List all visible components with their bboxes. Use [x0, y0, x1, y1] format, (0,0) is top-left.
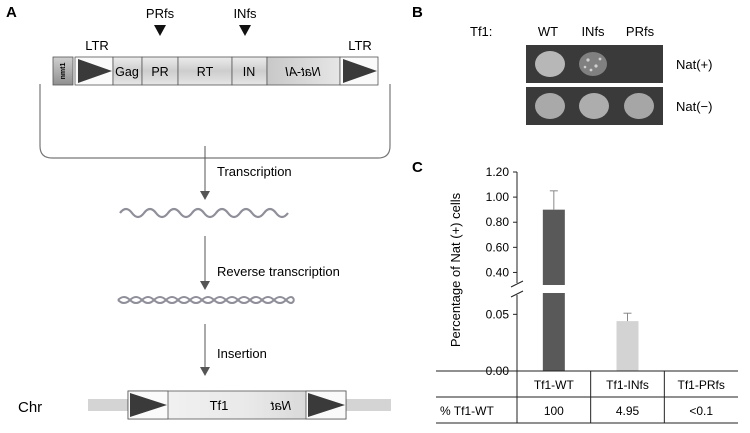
panel-c: C Percentage of Nat (+) cells 0.40 0.60 0.…	[412, 159, 738, 424]
axis-break-mark-1	[510, 280, 524, 288]
segment-nat-ai	[266, 56, 341, 86]
panel-letter-c: C	[412, 159, 423, 176]
chr-tf1-label: Tf1	[210, 398, 229, 413]
segment-rt	[177, 56, 233, 86]
prfs-marker-label: PRfs	[146, 6, 175, 21]
segment-gag	[112, 56, 143, 86]
x-category-label: Tf1-WT	[534, 378, 575, 392]
segment-gag-label: Gag	[115, 65, 139, 79]
plate-label-nat-plus: Nat(+)	[676, 57, 712, 72]
bar-tf1-wt-upper	[542, 209, 565, 285]
y-tick-label: 0.80	[486, 215, 510, 229]
plate-row-label: Tf1:	[470, 24, 492, 39]
chr-ltr-left-arrow	[130, 393, 167, 417]
step-insertion: Insertion	[217, 346, 267, 361]
segment-pr-label: PR	[151, 65, 168, 79]
colony-prfs-nat-minus	[624, 93, 654, 119]
colony-wt-nat-minus	[535, 93, 565, 119]
table-row-label: % Tf1-WT	[440, 404, 494, 418]
ltr-left-arrow	[78, 59, 112, 83]
y-tick-label: 1.00	[486, 190, 510, 204]
colony-wt-nat-plus	[535, 51, 565, 77]
nmt1-promoter-label: nmt1	[60, 63, 67, 80]
plate-label-nat-minus: Nat(−)	[676, 99, 712, 114]
panel-b: B Tf1: WT INfs PRfs Nat(+) Nat(−)	[412, 4, 712, 125]
segment-rt-label: RT	[197, 65, 214, 79]
nmt1-promoter-box	[52, 56, 74, 86]
table-value: 100	[544, 404, 564, 418]
plate-col-wt: WT	[538, 24, 558, 39]
arrow-reverse-transcription-head	[200, 281, 210, 290]
axis-break-mark-2	[510, 290, 524, 298]
panel-letter-b: B	[412, 4, 423, 21]
y-tick-label: 0.60	[486, 240, 510, 254]
segment-in-label: IN	[243, 65, 256, 79]
segment-nat-ai-label: Nat-AI	[285, 65, 321, 79]
y-tick-label: 0.40	[486, 265, 510, 279]
step-reverse-transcription: Reverse transcription	[217, 264, 340, 279]
dna-double-helix	[117, 296, 295, 304]
ltr-left-label: LTR	[85, 38, 109, 53]
ltr-right-label: LTR	[348, 38, 372, 53]
chr-label: Chr	[18, 399, 42, 416]
infs-marker-label: INfs	[233, 6, 257, 21]
colony-infs-nat-plus	[579, 52, 607, 76]
ltr-right-arrow	[343, 59, 377, 83]
panel-letter-a: A	[6, 4, 17, 21]
bar-tf1-infs	[616, 321, 639, 371]
y-axis-label: Percentage of Nat (+) cells	[448, 192, 463, 347]
colony-infs-nat-minus	[579, 93, 609, 119]
x-category-label: Tf1-INfs	[606, 378, 649, 392]
y-tick-label: 0.05	[486, 307, 510, 321]
table-value: 4.95	[616, 404, 640, 418]
plate-col-infs: INfs	[581, 24, 605, 39]
panel-a: A PRfs INfs LTR LTR nmt1	[6, 4, 391, 420]
segment-pr	[141, 56, 179, 86]
step-transcription: Transcription	[217, 164, 292, 179]
bar-chart: 0.400.600.801.001.200.000.05% Tf1-WTTf1-…	[436, 165, 738, 424]
plasmid-backbone	[39, 84, 391, 159]
infs-marker-triangle	[239, 25, 251, 36]
y-tick-label: 1.20	[486, 165, 510, 179]
x-category-label: Tf1-PRfs	[677, 378, 724, 392]
rna-wave	[119, 207, 289, 219]
prfs-marker-triangle	[154, 25, 166, 36]
table-value: <0.1	[689, 404, 713, 418]
plate-col-prfs: PRfs	[626, 24, 655, 39]
chr-ltr-right-arrow	[308, 393, 345, 417]
arrow-transcription-head	[200, 191, 210, 200]
bar-tf1-wt-lower	[542, 293, 565, 371]
chr-nat-label: Nat	[269, 398, 291, 413]
arrow-insertion-head	[200, 367, 210, 376]
